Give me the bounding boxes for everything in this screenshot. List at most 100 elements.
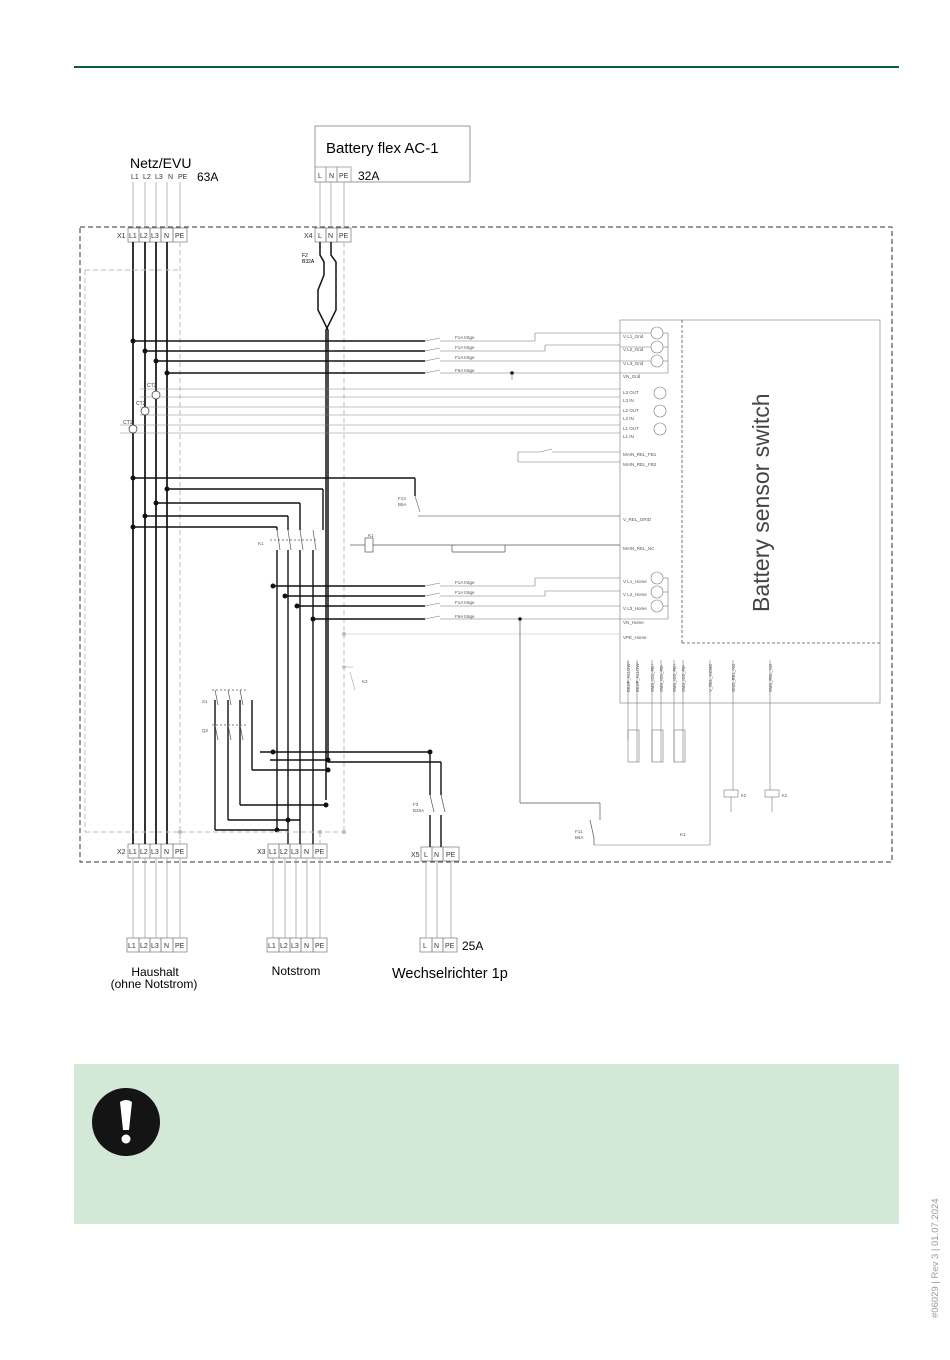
k1-contact-label: K1 [258, 541, 264, 546]
home-fuse-1: F1A träge [455, 580, 475, 585]
vsig-7: V_REL_HOME [708, 664, 713, 692]
enclosure-outline [79, 226, 893, 863]
f2-label: F2 [302, 253, 308, 259]
home-signal-2: V L2_Home [623, 592, 647, 597]
f3-label: F3 [413, 802, 419, 807]
home-fuse-2: F1A träge [455, 590, 475, 595]
haushalt-terminal-l2: L2 [140, 943, 148, 950]
x3-terminal-l2: L2 [280, 849, 288, 856]
f13-label: F13 [398, 496, 406, 501]
q2-label: Q2 [202, 728, 209, 733]
k3-label: K3 [362, 679, 368, 684]
home-fuse-4: F6A träge [455, 614, 475, 619]
grid-fuse-4: F6A träge [455, 368, 475, 373]
ct-signal-2: L3 IN [623, 398, 634, 403]
haushalt-terminal-pe: PE [175, 943, 185, 950]
x3-terminal-l3: L3 [291, 849, 299, 856]
x1-terminal-pe: PE [175, 233, 185, 240]
battery-box [314, 125, 471, 183]
notice-box [74, 1064, 899, 1224]
exclamation-circle-icon [92, 1088, 160, 1156]
ct-signal-1: L3 OUT [623, 390, 639, 395]
haushalt-sublabel: (ohne Notstrom) [111, 977, 198, 991]
grid-source-title: Netz/EVU [130, 155, 191, 171]
notstrom-label: Notstrom [272, 964, 321, 978]
header-rule [74, 66, 899, 68]
f3-rating: B25A [413, 808, 424, 813]
x5-label: X5 [411, 852, 420, 859]
x3-terminal-pe: PE [315, 849, 325, 856]
grid-signal-2: V L2_Grid [623, 347, 644, 352]
k1-aux-label: K1 [680, 832, 686, 837]
battery-terminal-n: N [329, 173, 334, 180]
x2-terminal-n: N [164, 849, 169, 856]
x1-terminal-l1: L1 [129, 233, 137, 240]
grid-fuse-1: F1A träge [455, 335, 475, 340]
x2-terminal-pe: PE [175, 849, 185, 856]
grid-signal-1: V L1_Grid [623, 334, 644, 339]
wechselrichter-rating: 25A [462, 939, 483, 953]
k2-coil-label-1: K2 [741, 793, 747, 798]
grid-signal-3: V L3_Grid [623, 361, 644, 366]
x4-label: X4 [304, 233, 313, 240]
ct-signal-3: L2 OUT [623, 408, 639, 413]
x2-terminal-l3: L3 [151, 849, 159, 856]
haushalt-terminal-l3: L3 [151, 943, 159, 950]
haushalt-terminal-n: N [164, 943, 169, 950]
vsig-9: SMS_REL_NO [768, 663, 773, 692]
x3-terminal-l1: L1 [269, 849, 277, 856]
wechselrichter-terminal-l: L [423, 943, 427, 950]
ct3-sensor [151, 390, 161, 400]
home-signal-3: V L3_Home [623, 606, 647, 611]
battery-title: Battery flex AC-1 [326, 140, 439, 157]
grid-signal-4: VN_Grid [623, 374, 641, 379]
x2-terminal-l1: L1 [129, 849, 137, 856]
x1-terminal-n: N [164, 233, 169, 240]
sensor-switch-box [619, 319, 881, 704]
vsig-2: BKUP_ALLOW- [635, 662, 640, 692]
haushalt-label: Haushalt [131, 965, 179, 979]
home-signal-5: VPE_Home [623, 635, 647, 640]
wechselrichter-terminal-pe: PE [445, 943, 455, 950]
k2-coil-label-2: K2 [782, 793, 788, 798]
s1-label: S1 [202, 699, 208, 704]
k1-coil-label: K1 [368, 533, 374, 538]
relay-signal-1: MAIN_REL_FB1 [623, 452, 657, 457]
grid-rating: 63A [197, 170, 218, 184]
f13-rating: B6A [398, 502, 407, 507]
x3-label: X3 [257, 849, 266, 856]
f2-rating: B32A [302, 259, 315, 265]
vsig-6: SMS_IO2_FB- [681, 664, 686, 692]
notstrom-terminal-n: N [304, 943, 309, 950]
home-signal-1: V L1_Home [623, 579, 647, 584]
vsig-5: SMS_IO2_FB+ [672, 663, 677, 692]
home-signal-4: VN_Home [623, 620, 644, 625]
wechselrichter-label: Wechselrichter 1p [392, 966, 508, 982]
grid-terminal-l1: L1 [131, 174, 139, 181]
vsig-3: SMS_IO1_FB+ [650, 663, 655, 692]
grid-terminal-pe: PE [178, 174, 188, 181]
notstrom-terminal-l2: L2 [280, 943, 288, 950]
x1-terminal-l2: L2 [140, 233, 148, 240]
x2-label: X2 [117, 849, 126, 856]
grid-fuse-3: F1A träge [455, 355, 475, 360]
main-rel-nc-label: MAIN_REL_NC [623, 546, 655, 551]
notstrom-terminal-l3: L3 [291, 943, 299, 950]
ct1-label: CT1 [123, 420, 133, 426]
document-reference: #06029 | Rev 3 | 01.07.2024 [930, 1198, 941, 1318]
battery-rating: 32A [358, 169, 379, 183]
v-rel-grid-label: V_REL_GRID [623, 517, 652, 522]
haushalt-terminal-l1: L1 [128, 943, 136, 950]
ct1-sensor [128, 424, 138, 434]
x2-terminal-l2: L2 [140, 849, 148, 856]
sensor-switch-title: Battery sensor switch [748, 393, 774, 612]
grid-terminal-l2: L2 [143, 174, 151, 181]
relay-signal-2: MAIN_REL_FB2 [623, 462, 657, 467]
x1-label: X1 [117, 233, 126, 240]
ct-signal-5: L1 OUT [623, 426, 639, 431]
f11-label: F11 [575, 829, 583, 834]
battery-terminal-pe: PE [339, 173, 349, 180]
battery-terminal-l: L [318, 173, 322, 180]
x4-terminal-n: N [328, 233, 333, 240]
ct2-sensor [140, 406, 150, 416]
